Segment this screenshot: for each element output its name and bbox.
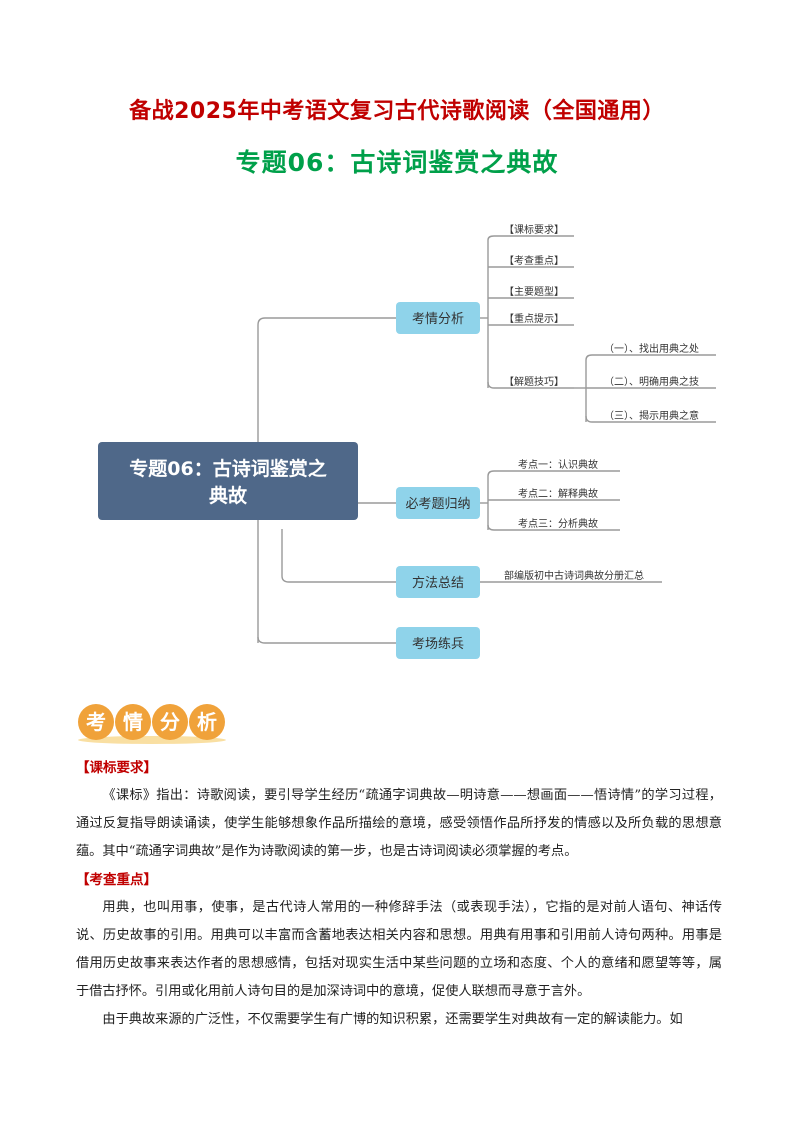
badge-char: 析	[197, 710, 217, 734]
mindmap-leaf: （三）、揭示用典之意	[604, 409, 699, 422]
mindmap-leaf: （二）、明确用典之技	[604, 375, 699, 388]
mindmap-leaf: 【重点提示】	[504, 312, 564, 325]
paragraph: 《课标》指出：诗歌阅读，要引导学生经历“疏通字词典故—明诗意——想画面——悟诗情…	[76, 788, 722, 859]
badge-char: 分	[160, 710, 180, 734]
mind-map: 专题06：古诗词鉴赏之 典故 考情分析 必考题归纳 方法总结 考场练兵 【课标要…	[98, 224, 716, 659]
mindmap-branch-kaochang	[396, 627, 480, 659]
mindmap-branch-label: 必考题归纳	[405, 497, 470, 512]
document-title: 备战2025年中考语文复习古代诗歌阅读（全国通用）	[129, 99, 665, 124]
mindmap-leaf: 考点一：认识典故	[518, 458, 598, 471]
mindmap-branch-label: 考情分析	[412, 312, 464, 327]
mindmap-leaf: 【解题技巧】	[504, 375, 564, 388]
mindmap-root-label-line1: 专题06：古诗词鉴赏之	[129, 457, 326, 480]
document-subtitle: 专题06：古诗词鉴赏之典故	[235, 148, 559, 177]
mindmap-branch-label: 考场练兵	[412, 637, 464, 652]
article-body: 【课标要求】 《课标》指出：诗歌阅读，要引导学生经历“疏通字词典故—明诗意——想…	[76, 754, 722, 1034]
mindmap-leaf: 考点三：分析典故	[518, 517, 598, 530]
mindmap-leaf: 部编版初中古诗词典故分册汇总	[504, 569, 644, 582]
mindmap-branch-kaoqing	[396, 302, 480, 334]
mindmap-branch-label: 方法总结	[412, 575, 464, 591]
mindmap-leaf: 【课标要求】	[504, 224, 564, 236]
section-badge-kaoqing: 考 情 分 析	[78, 704, 226, 744]
mindmap-leaf: 【考查重点】	[504, 254, 564, 267]
section-heading: 【考查重点】	[76, 872, 157, 888]
badge-char: 情	[123, 710, 143, 734]
mindmap-root-node	[98, 442, 358, 520]
mindmap-leaf: （一）、找出用典之处	[604, 342, 699, 355]
mindmap-branch-bikao	[396, 487, 480, 519]
paragraph: 用典，也叫用事，使事，是古代诗人常用的一种修辞手法（或表现手法），它指的是对前人…	[76, 900, 722, 999]
mindmap-leaf: 考点二：解释典故	[518, 487, 598, 500]
mindmap-branch-fangfa	[396, 566, 480, 598]
section-heading: 【课标要求】	[76, 760, 157, 776]
mindmap-leaf: 【主要题型】	[504, 285, 564, 298]
badge-char: 考	[86, 710, 106, 734]
paragraph: 由于典故来源的广泛性，不仅需要学生有广博的知识积累，还需要学生对典故有一定的解读…	[102, 1012, 683, 1027]
mindmap-root-label-line2: 典故	[209, 484, 248, 507]
